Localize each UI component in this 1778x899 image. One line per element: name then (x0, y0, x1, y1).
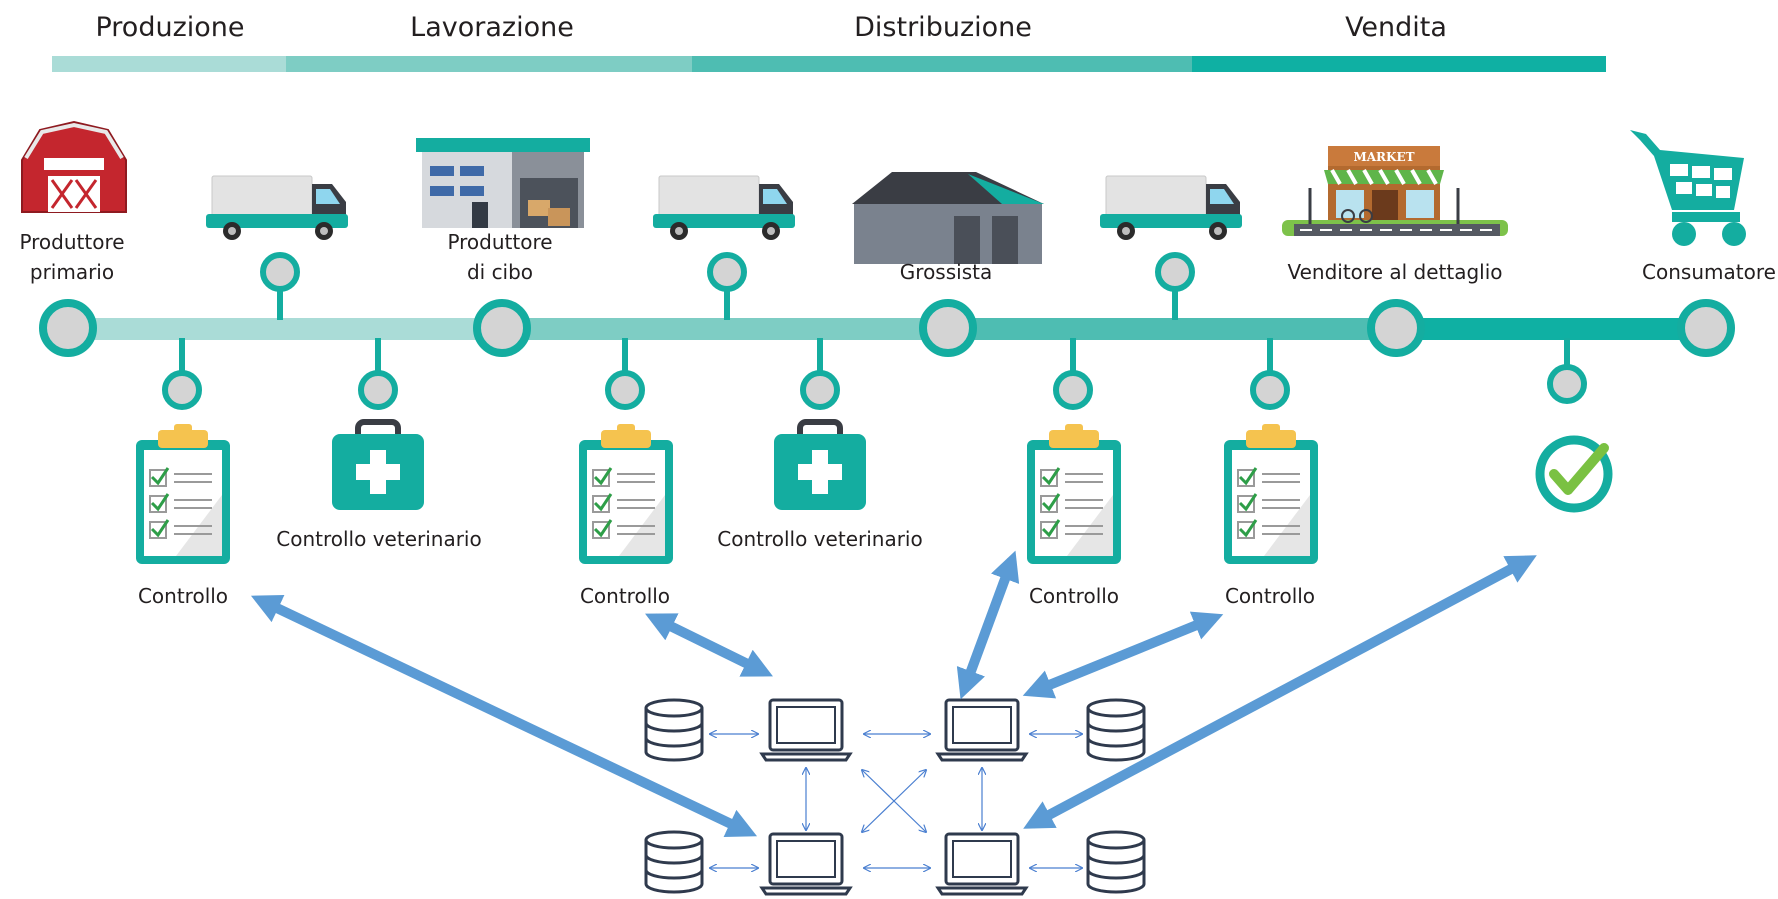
clipboard-icon (134, 422, 232, 566)
actor-primary-producer-line2: primario (30, 260, 114, 284)
control-label: Controllo (138, 584, 228, 608)
laptop-icon (936, 698, 1028, 762)
market-icon: MARKET (1282, 146, 1508, 236)
stage-nodes (39, 299, 1735, 357)
phase-label-production: Produzione (95, 12, 244, 43)
truck-icon (1099, 175, 1243, 241)
actor-food-producer-line1: Produttore (447, 230, 552, 254)
database-icon (644, 698, 704, 762)
market-sign: MARKET (1353, 150, 1414, 164)
laptop-icon (760, 698, 852, 762)
vet-control-label: Controllo veterinario (717, 527, 922, 551)
phase-label-distribution: Distribuzione (854, 12, 1032, 43)
laptop-icon (936, 832, 1028, 896)
check-markers (162, 338, 1587, 410)
vet-control-label: Controllo veterinario (276, 527, 481, 551)
control-label: Controllo (1029, 584, 1119, 608)
barn-icon (21, 120, 127, 213)
checkmark-icon (1535, 435, 1613, 513)
phase-segment-processing (286, 56, 692, 72)
actor-food-producer-line2: di cibo (467, 260, 533, 284)
database-icon (1086, 830, 1146, 894)
actor-primary-producer-line1: Produttore (19, 230, 124, 254)
phase-segment-production (52, 56, 286, 72)
database-icon (644, 830, 704, 894)
laptop-icon (760, 832, 852, 896)
clipboard-icon (1025, 422, 1123, 566)
actor-consumer: Consumatore (1642, 260, 1776, 284)
clipboard-icon (1222, 422, 1320, 566)
phase-segment-sale (1192, 56, 1606, 72)
transport-markers (260, 252, 1195, 320)
truck-icon (652, 175, 796, 241)
database-icon (1086, 698, 1146, 762)
timeline (68, 318, 1706, 340)
cart-icon (1630, 130, 1746, 246)
data-flow-arrows (250, 550, 1537, 837)
actor-retailer: Venditore al dettaglio (1287, 260, 1502, 284)
clipboard-icon (577, 422, 675, 566)
phase-segment-distribution (692, 56, 1192, 72)
truck-icon (205, 175, 349, 241)
warehouse-icon (852, 172, 1044, 264)
medical-kit-icon (332, 422, 424, 510)
control-label: Controllo (580, 584, 670, 608)
phase-label-sale: Vendita (1345, 12, 1447, 43)
medical-kit-icon (774, 422, 866, 510)
control-label: Controllo (1225, 584, 1315, 608)
phase-label-processing: Lavorazione (410, 12, 574, 43)
actor-wholesaler: Grossista (900, 260, 992, 284)
phase-bar: Produzione Lavorazione Distribuzione Ven… (52, 12, 1606, 72)
factory-icon (416, 138, 590, 228)
